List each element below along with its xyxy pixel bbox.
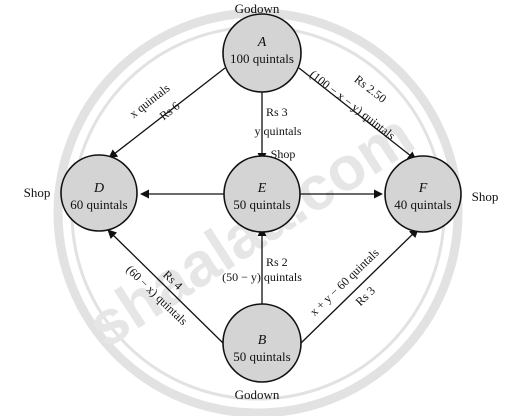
node-e-role: Shop bbox=[271, 147, 296, 161]
node-d-circle bbox=[60, 154, 138, 232]
edge-a-d-cost: Rs 6 bbox=[157, 99, 183, 123]
watermark-outer-ring bbox=[53, 8, 463, 416]
node-e-quantity: 50 quintals bbox=[233, 197, 290, 212]
node-f: F 40 quintals Shop bbox=[384, 155, 499, 233]
node-b-quantity: 50 quintals bbox=[233, 349, 290, 364]
node-b-letter: B bbox=[258, 333, 267, 348]
node-d-quantity: 60 quintals bbox=[70, 197, 127, 212]
node-e-circle bbox=[223, 155, 301, 233]
node-b-role: Godown bbox=[235, 387, 280, 402]
node-a-letter: A bbox=[257, 35, 267, 50]
node-d-role: Shop bbox=[24, 185, 51, 200]
node-b-circle bbox=[222, 303, 302, 383]
node-e: E 50 quintals Shop bbox=[223, 147, 301, 233]
node-a-role: Godown bbox=[235, 1, 280, 16]
edge-b-e-quantity: (50 − y) quintals bbox=[222, 270, 302, 284]
edge-a-to-d bbox=[108, 67, 226, 159]
edge-b-to-f bbox=[299, 228, 419, 345]
node-d: D 60 quintals Shop bbox=[24, 154, 138, 232]
node-f-circle bbox=[384, 155, 462, 233]
node-e-letter: E bbox=[257, 181, 267, 196]
node-a-quantity: 100 quintals bbox=[230, 51, 294, 66]
edge-b-f-quantity: x + y − 60 quintals bbox=[307, 245, 382, 318]
edge-a-to-f bbox=[298, 67, 417, 161]
edge-b-f-cost: Rs 3 bbox=[353, 284, 378, 309]
edge-a-e-cost: Rs 3 bbox=[266, 105, 288, 119]
node-f-role: Shop bbox=[472, 189, 499, 204]
node-f-quantity: 40 quintals bbox=[394, 197, 451, 212]
node-d-letter: D bbox=[93, 181, 104, 196]
edges bbox=[107, 67, 419, 345]
node-a-circle bbox=[222, 13, 302, 93]
node-a: A 100 quintals Godown bbox=[222, 1, 302, 93]
node-b: B 50 quintals Godown bbox=[222, 303, 302, 402]
edge-b-e-cost: Rs 2 bbox=[266, 255, 288, 269]
edge-b-to-d bbox=[107, 229, 225, 345]
edge-a-e-quantity: y quintals bbox=[255, 124, 302, 138]
node-f-letter: F bbox=[418, 181, 428, 196]
